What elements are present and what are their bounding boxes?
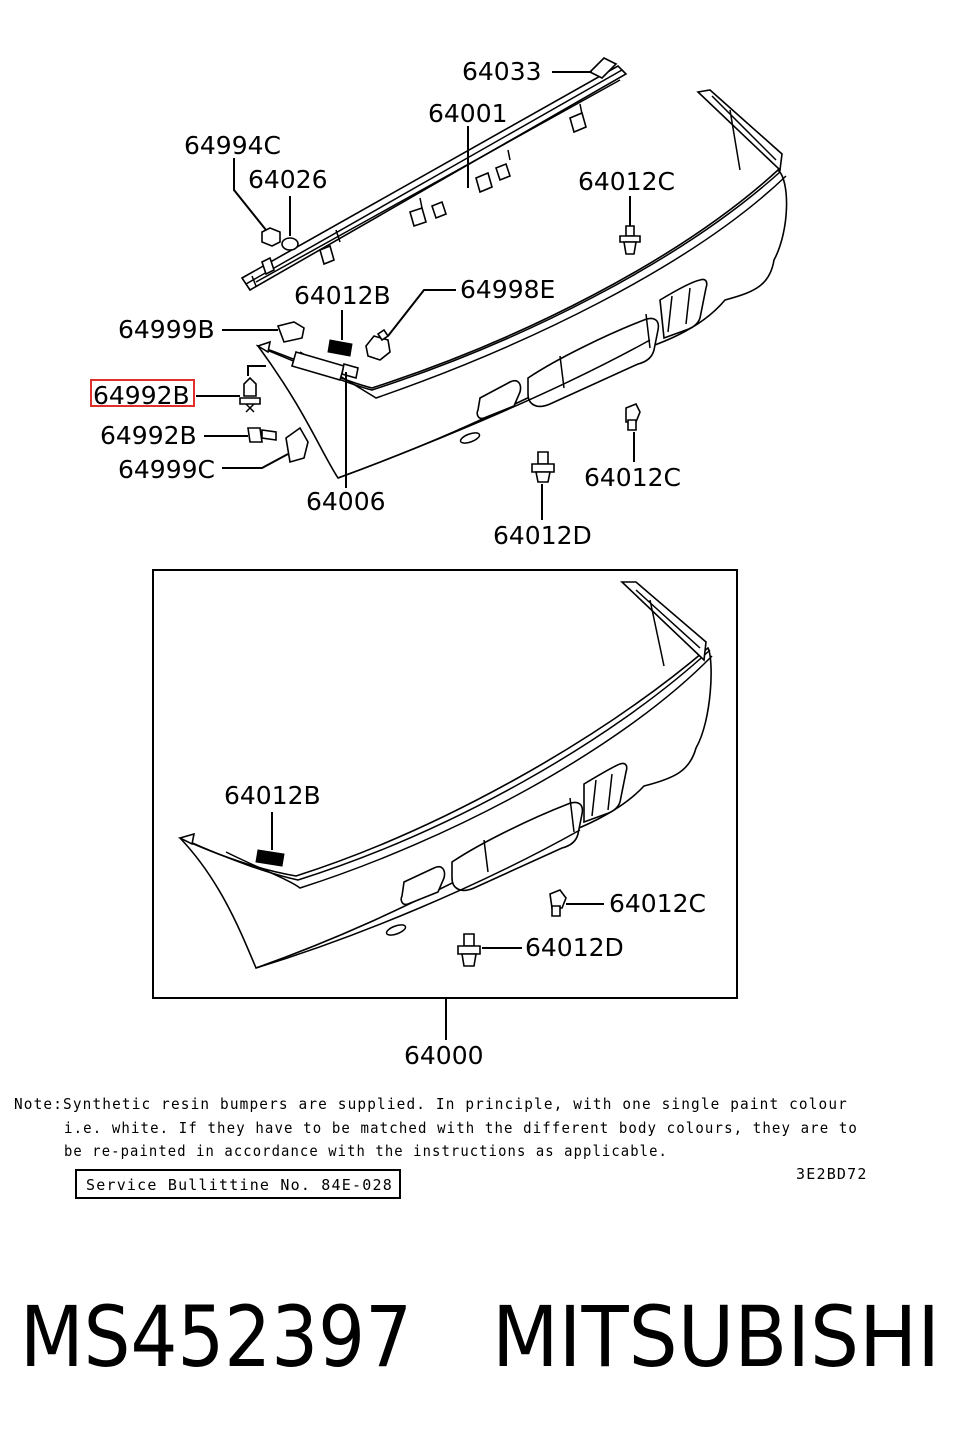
clip-64999B [276,321,305,343]
note-block: Note:Synthetic resin bumpers are supplie… [14,1095,868,1199]
note-line-3: be re-painted in accordance with the ins… [64,1142,668,1160]
label-64992B-highlighted: 64992B [93,381,190,410]
label-64999C: 64999C [118,455,215,484]
label-64012B: 64012B [294,281,391,310]
label-64026: 64026 [248,165,328,194]
bumper-reinforcement-rail [240,65,628,292]
diagram-code: 3E2BD72 [796,1165,868,1183]
label-64012C-top: 64012C [578,167,675,196]
label-64006: 64006 [306,487,386,516]
clip-64012D-lower [457,933,481,967]
service-bulletin: Service Bullittine No. 84E-028 [86,1176,393,1194]
label-64012D: 64012D [493,521,592,550]
label-64994C: 64994C [184,131,281,160]
label-64033: 64033 [462,57,542,86]
label-64000: 64000 [404,1041,484,1070]
note-line-1: Note:Synthetic resin bumpers are supplie… [14,1095,848,1113]
label-64992B: 64992B [100,421,197,450]
clip-64012C-lower [549,889,567,917]
service-bulletin-box [75,1169,401,1199]
highlight-box [90,379,195,407]
cap-64033 [588,57,618,79]
clip-64012C-right [625,402,641,431]
label-64012B-lower: 64012B [224,781,321,810]
label-64001: 64001 [428,99,508,128]
bumper-cover-upper [255,89,788,479]
clip-64012D [531,451,555,483]
label-64012D-lower: 64012D [525,933,624,962]
clip-64998E [365,328,391,361]
clip-64012C-top [619,225,641,255]
label-64998E: 64998E [460,275,555,304]
screw-64992B [247,427,277,443]
brand-name: MITSUBISHI [492,1288,940,1386]
bumper-cover-lower [177,581,713,970]
clip-64012B-upper [327,339,353,357]
lower-assembly-view: 64012B 64012C 64012D 64000 [152,569,738,1070]
label-64012C-lower: 64012C [609,889,706,918]
nut-64994C [261,227,281,247]
clip-64999C [285,426,309,464]
part-number: MS452397 [20,1288,412,1386]
screw-64992B-highlighted [239,376,261,413]
note-line-2: i.e. white. If they have to be matched w… [64,1119,858,1137]
washer-64026 [281,237,299,251]
clip-64012B-lower [255,849,285,867]
label-64999B: 64999B [118,315,215,344]
label-64012C-right: 64012C [584,463,681,492]
upper-exploded-view: 64033 64001 64994C 64026 64012C 64012B 6… [90,57,788,550]
